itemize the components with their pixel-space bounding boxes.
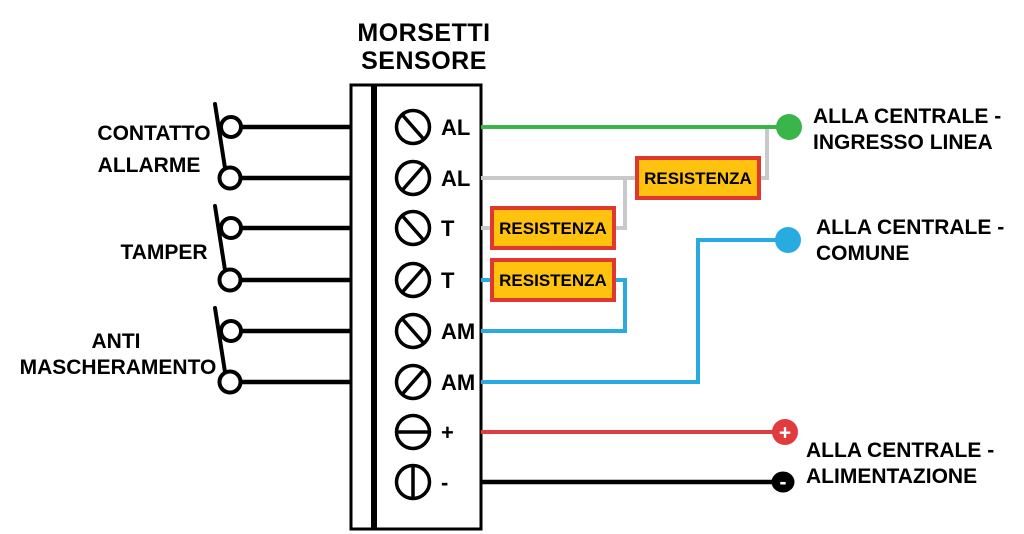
terminal-am-1: AM — [394, 312, 475, 350]
terminal-plus: + — [394, 413, 454, 451]
terminal-al-1: AL — [394, 108, 470, 146]
terminal-label: T — [441, 216, 455, 241]
switch-contatto-allarme — [213, 102, 351, 191]
label-ingresso-line2: INGRESSO LINEA — [813, 131, 993, 154]
resistor-rect — [490, 258, 616, 302]
switch-anti-mascheramento — [213, 306, 351, 395]
minus-endpoint-dot — [771, 471, 795, 493]
diagram-title-line1: MORSETTI — [357, 19, 490, 47]
label-alimentazione-line2: ALIMENTAZIONE — [806, 465, 977, 488]
label-ingresso-line1: ALLA CENTRALE - — [813, 105, 1001, 128]
terminal-label: AL — [441, 115, 470, 140]
terminal-label: AM — [441, 319, 475, 344]
screw-slot — [400, 164, 426, 192]
switch-lever — [213, 102, 227, 170]
contact-circle — [217, 165, 243, 191]
plus-symbol: + — [779, 422, 791, 445]
screw-slot — [400, 113, 426, 141]
terminal-am-2: AM — [394, 363, 475, 401]
contact-circle — [219, 115, 243, 139]
contact-circle — [217, 267, 243, 293]
terminal-al-2: AL — [394, 159, 470, 197]
ingresso-endpoint-dot — [776, 114, 802, 140]
switch-tamper — [213, 204, 351, 293]
switch-lever — [213, 306, 227, 374]
terminal-t-1: T — [394, 209, 455, 247]
label-contatto-line1: CONTATTO — [97, 122, 210, 145]
label-anti-line1: ANTI — [92, 330, 141, 353]
minus-symbol: - — [780, 471, 787, 494]
resistor-box-2: RESISTENZA — [490, 206, 616, 250]
terminal-t-2: T — [394, 261, 455, 299]
terminal-label: + — [441, 420, 454, 445]
contact-circle — [219, 216, 243, 240]
screw-slot — [400, 214, 426, 242]
resistor-rect — [635, 156, 761, 200]
comune-endpoint-dot — [775, 227, 801, 253]
terminal-block — [349, 83, 483, 531]
resistor-label: RESISTENZA — [499, 271, 607, 290]
screw-slot — [400, 368, 426, 396]
label-comune-line2: COMUNE — [816, 242, 909, 265]
screw-slot — [400, 317, 426, 345]
resistor-rect — [490, 206, 616, 250]
screw-slot — [400, 266, 426, 294]
switch-lever — [213, 204, 227, 272]
contact-circle — [219, 319, 243, 343]
label-contatto-line2: ALLARME — [98, 154, 201, 177]
contact-circle — [217, 369, 243, 395]
label-alimentazione-line1: ALLA CENTRALE - — [806, 439, 994, 462]
terminal-label: T — [441, 268, 455, 293]
terminal-label: - — [441, 470, 448, 495]
label-anti-line2: MASCHERAMENTO — [20, 356, 217, 379]
label-comune-line1: ALLA CENTRALE - — [816, 216, 1004, 239]
diagram-title-line2: SENSORE — [361, 47, 487, 75]
plus-endpoint-dot — [772, 419, 798, 445]
wire-comune — [481, 238, 788, 384]
terminal-minus: - — [394, 463, 448, 501]
wire-al2-to-line — [481, 129, 769, 180]
resistor-label: RESISTENZA — [644, 169, 752, 188]
resistor-label: RESISTENZA — [499, 219, 607, 238]
terminal-label: AL — [441, 166, 470, 191]
resistor-box-1: RESISTENZA — [635, 156, 761, 200]
terminal-label: AM — [441, 370, 475, 395]
resistor-box-3: RESISTENZA — [490, 258, 616, 302]
label-tamper: TAMPER — [120, 241, 207, 264]
